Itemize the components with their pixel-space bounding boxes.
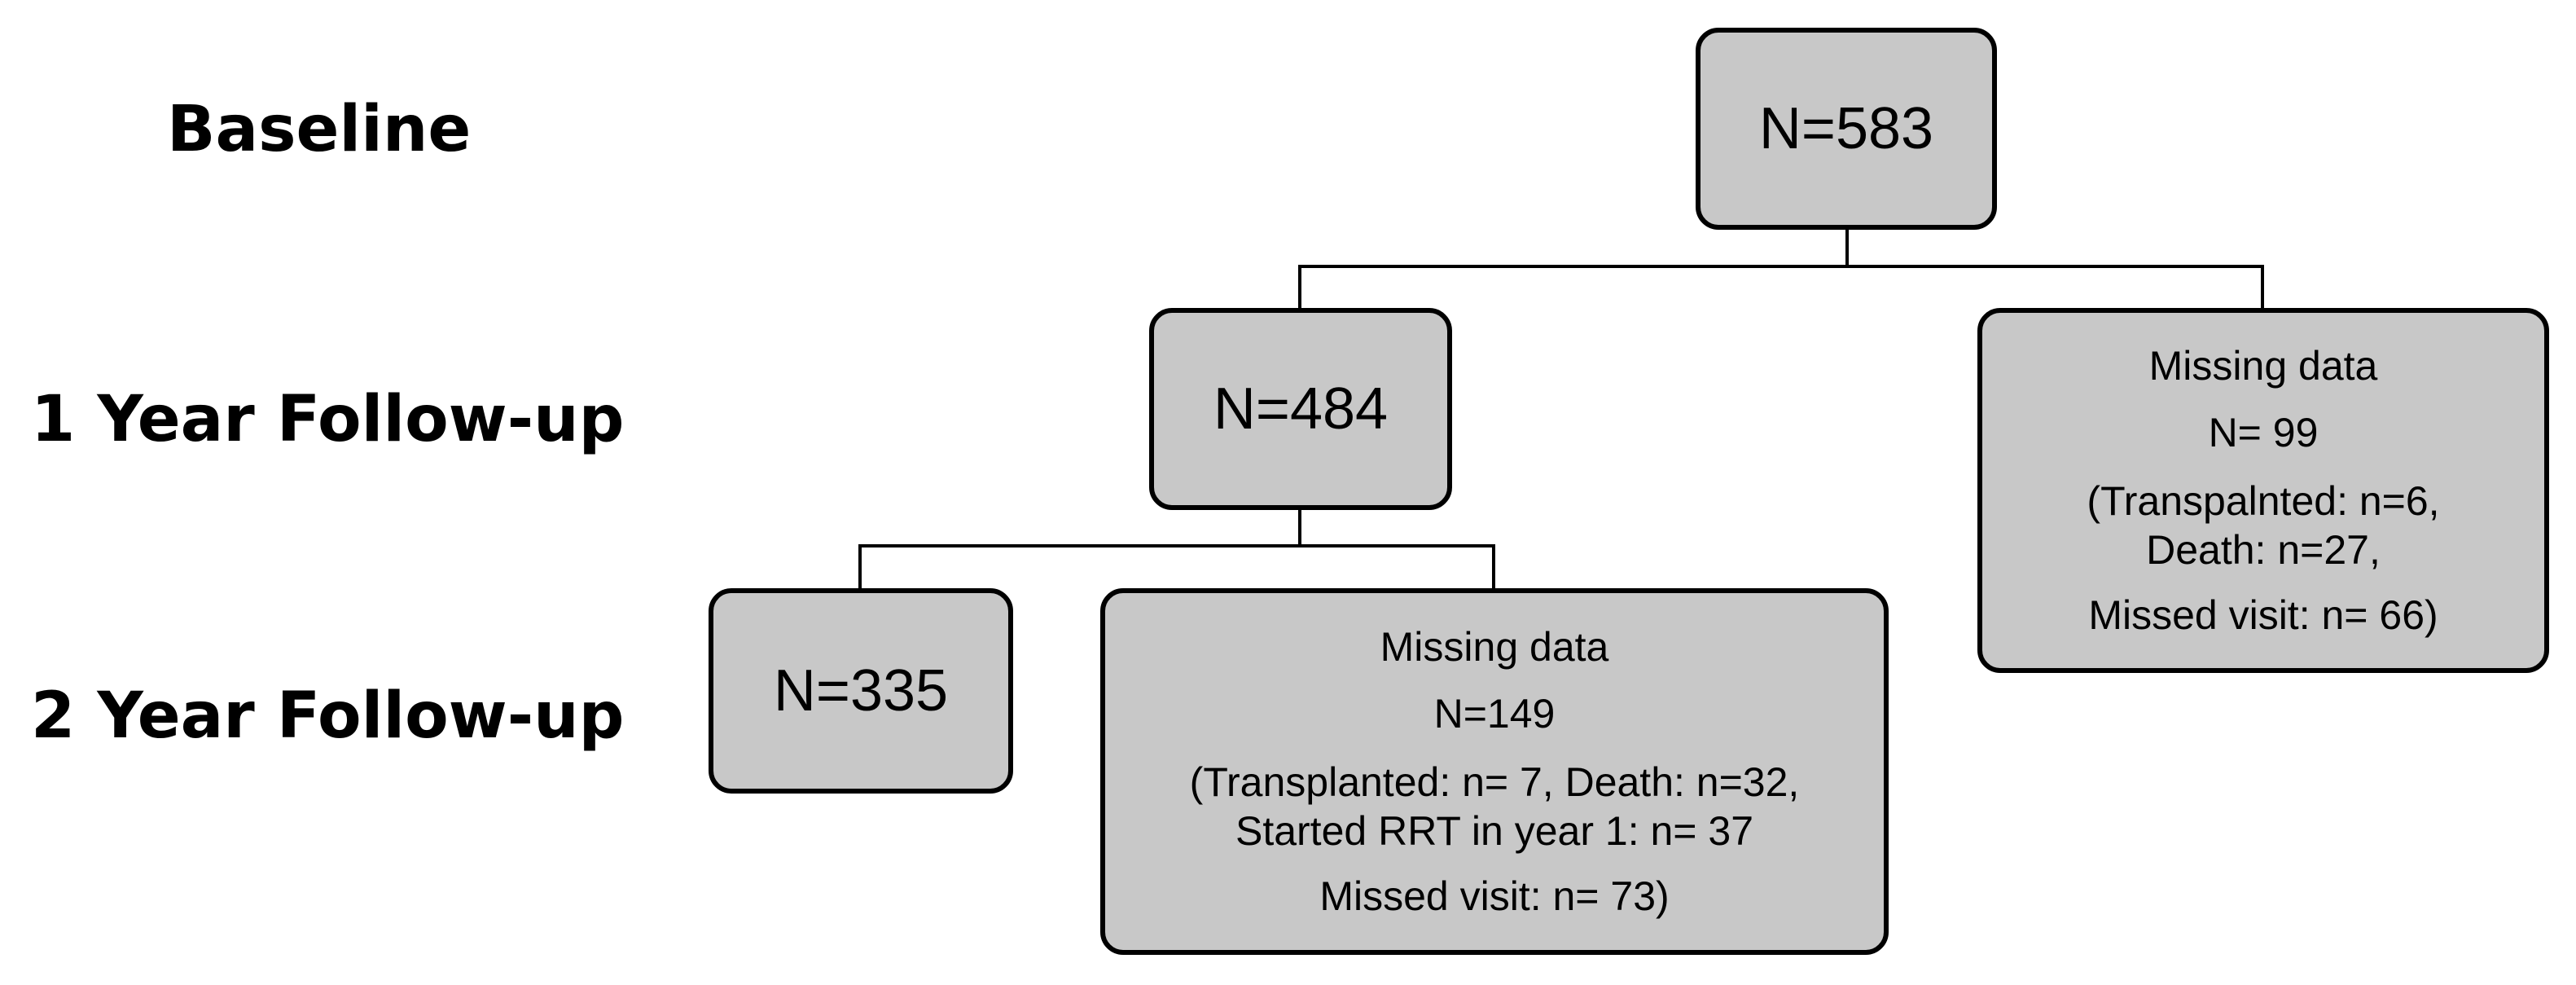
year2-missing-detail-1: (Transplanted: n= 7, Death: n=32, [1189,759,1800,805]
baseline-count: N=583 [1758,96,1934,161]
row-label-year2: 2 Year Follow-up [31,679,625,753]
year1-missing-detail-2: Death: n=27, [2146,527,2381,573]
year1-count: N=484 [1213,376,1389,442]
year1-missing-box: Missing data N= 99 (Transpalnted: n=6, D… [1977,308,2549,673]
year1-missing-count: N= 99 [2208,410,2319,455]
baseline-box: N=583 [1696,28,1997,230]
year2-missing-count: N=149 [1433,691,1556,737]
row-label-baseline: Baseline [167,93,472,166]
year1-box: N=484 [1149,308,1452,510]
year2-missing-detail-2: Started RRT in year 1: n= 37 [1235,808,1753,854]
year2-missing-box: Missing data N=149 (Transplanted: n= 7, … [1100,588,1889,955]
year1-missing-detail-3: Missed visit: n= 66) [2088,592,2438,638]
year1-missing-title: Missing data [2148,343,2378,389]
year1-missing-detail-1: (Transpalnted: n=6, [2087,478,2440,524]
year2-box: N=335 [709,588,1013,794]
year2-missing-title: Missing data [1380,624,1609,670]
year2-count: N=335 [773,658,949,723]
year2-missing-detail-3: Missed visit: n= 73) [1319,873,1670,919]
row-label-year1: 1 Year Follow-up [31,383,625,456]
